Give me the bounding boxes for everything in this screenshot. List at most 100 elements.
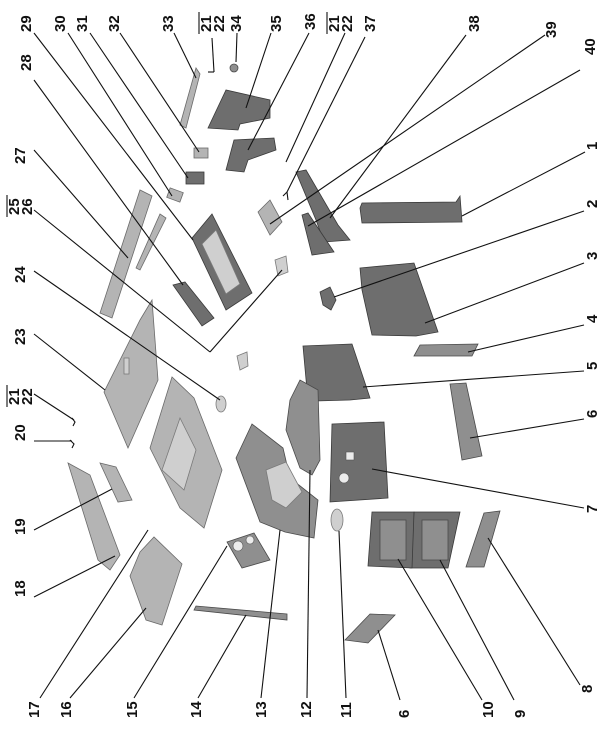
part-9-inner [421,519,449,561]
part-2-bracket [319,286,337,311]
callout-number: 8 [579,685,596,693]
callout-number: 14 [188,701,205,718]
callout-number-secondary: 22 [211,15,228,32]
callout-23: 23 [12,328,29,345]
callout-30: 30 [52,15,69,32]
part-18-panel [67,462,121,571]
callout-32: 32 [106,15,123,32]
part-33-plate [179,67,201,129]
callout-number: 28 [18,54,35,71]
callout-number: 37 [362,15,379,32]
callout-37: 37 [362,15,379,32]
callout-34: 34 [228,15,245,32]
part-35-support [207,89,271,131]
leader-line-21-22a [33,393,75,421]
callout-number: 15 [124,701,141,718]
part-12-console [285,379,321,476]
part-8-panel [465,510,501,568]
callout-number-secondary: 22 [19,388,36,405]
leader-line-6b [377,629,401,701]
leader-line-24 [33,270,221,401]
part-19-panel [99,462,133,503]
leader-line-29 [33,32,194,241]
leader-line-2 [333,210,585,298]
callout-number-secondary: 26 [19,198,36,215]
leader-line-19 [33,488,113,531]
callout-6b: 6 [396,710,413,718]
callout-number: 21 [326,15,343,32]
leader-line-31 [89,32,189,179]
leader-line-11 [338,530,347,699]
leader-line-21-22c [285,32,346,163]
part-38-panel [295,169,351,243]
leader-line-1 [461,151,586,217]
leader-line-10 [397,558,483,701]
callout-3: 3 [584,252,600,260]
callout-1: 1 [584,142,600,150]
callout-labels-layer: 1234567891061112131415161718192021222324… [6,12,600,718]
part-27-rail-side [135,213,167,271]
part-16-box [129,536,183,626]
leader-line-5 [362,370,585,388]
callout-39: 39 [543,21,560,38]
callout-number: 12 [298,701,315,718]
callout-number: 9 [512,710,529,718]
leader-line-4 [467,324,585,353]
part-10-inner [379,519,407,561]
leader-line-36 [247,32,310,151]
part-25-26-bracket-b [274,255,289,277]
callout-number: 24 [12,266,29,283]
callout-number: 27 [12,147,29,164]
part-14-bar [193,605,288,621]
part-34-nut [229,63,239,73]
part-29-window [201,229,241,295]
callout-7: 7 [584,505,600,513]
part-15-gauge-2 [245,535,255,545]
leader-line-17 [39,529,149,699]
part-6-panel-b [344,613,396,644]
callout-number: 4 [584,314,600,323]
callout-number: 33 [160,15,177,32]
part-7-panel [329,421,389,503]
part-31-block [185,171,205,185]
callout-29: 29 [18,15,35,32]
callout-12: 12 [298,701,315,718]
callout-27: 27 [12,147,29,164]
leader-line-30 [67,32,173,197]
callout-28: 28 [18,54,35,71]
callout-17: 17 [26,701,43,718]
callout-16: 16 [58,701,75,718]
part-37-clip [282,190,289,201]
callout-9: 9 [512,710,529,718]
leader-line-18 [33,555,116,598]
leader-line-12 [306,469,311,699]
callout-number: 38 [466,15,483,32]
part-40-panel [301,212,335,256]
callout-31: 31 [74,15,91,32]
parts-layer [67,63,501,644]
part-24-ring [215,395,227,413]
leader-line-6a [469,418,585,439]
callout-number: 7 [584,505,600,513]
callout-number: 34 [228,15,245,32]
callout-number: 19 [12,518,29,535]
callout-20: 20 [12,424,29,441]
part-6-panel-a [449,382,483,461]
part-36-support [225,137,277,173]
callout-number-secondary: 22 [339,15,356,32]
callout-number: 6 [584,410,600,418]
callout-number: 32 [106,15,123,32]
callout-8: 8 [579,685,596,693]
leader-line-40 [307,69,581,227]
leader-line-9 [439,559,515,701]
callout-6a: 6 [584,410,600,418]
part-23-slot [123,357,130,375]
part-15-gauge-1 [232,540,244,552]
callout-number: 13 [253,701,270,718]
callout-11: 11 [338,702,355,718]
callout-10: 10 [480,701,497,718]
callout-number: 35 [268,15,285,32]
leader-line-32 [119,32,200,153]
